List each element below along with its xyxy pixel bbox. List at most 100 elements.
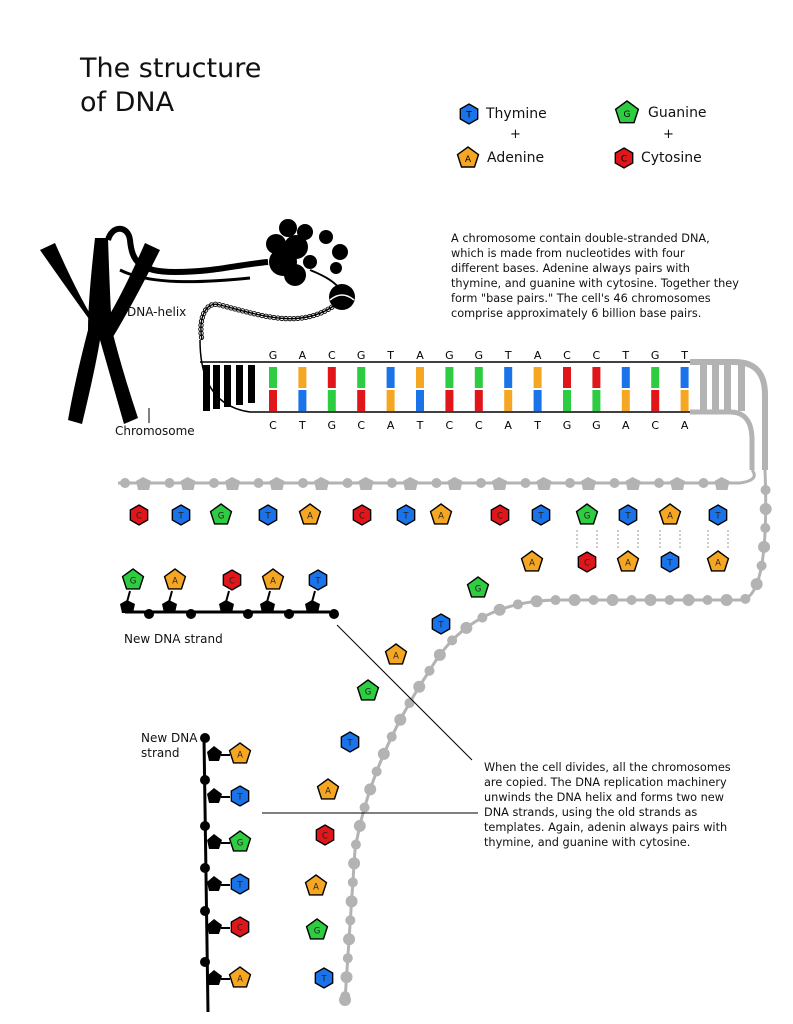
phosphate-dot bbox=[200, 775, 210, 785]
svg-text:C: C bbox=[621, 155, 627, 165]
bottom-sequence-letter: A bbox=[622, 419, 630, 432]
bottom-sequence-letter: A bbox=[504, 419, 512, 432]
svg-text:T: T bbox=[314, 577, 321, 587]
phosphate-dot bbox=[209, 478, 219, 488]
guanine-pentagon-icon: G bbox=[614, 100, 640, 124]
sugar-pentagon bbox=[207, 876, 222, 891]
vertical-old-base: T bbox=[314, 967, 334, 989]
sugar-pentagon bbox=[314, 477, 329, 490]
phosphate-dot bbox=[447, 635, 458, 646]
svg-text:T: T bbox=[236, 793, 243, 803]
sugar-pentagon bbox=[377, 747, 390, 760]
sugar-pentagon bbox=[568, 594, 581, 606]
dna-helix-label: DNA-helix bbox=[127, 305, 187, 319]
helix-grey-stripe bbox=[700, 365, 707, 411]
sugar-pentagon bbox=[403, 477, 418, 490]
sugar-pentagon bbox=[759, 502, 772, 515]
phosphate-dot bbox=[144, 609, 154, 619]
sugar-pentagon bbox=[670, 477, 685, 490]
svg-text:G: G bbox=[624, 110, 631, 120]
grey-helix-inner bbox=[690, 409, 755, 470]
paired-base-top: G bbox=[575, 503, 599, 525]
svg-text:A: A bbox=[313, 883, 319, 893]
svg-text:G: G bbox=[130, 577, 137, 587]
sugar-pentagon bbox=[536, 477, 552, 490]
sugar-pentagon bbox=[225, 477, 240, 490]
separated-base: T bbox=[258, 504, 278, 526]
phosphate-dot bbox=[431, 478, 442, 488]
sugar-pentagon bbox=[581, 477, 596, 490]
chromosome-note: A chromosome contain double-stranded DNA… bbox=[451, 231, 739, 321]
sugar-pentagon bbox=[530, 595, 543, 608]
top-sequence-letter: C bbox=[593, 349, 601, 362]
diagonal-base: G bbox=[356, 679, 380, 701]
paired-base-top: A bbox=[658, 503, 682, 525]
sugar-pentagon bbox=[606, 594, 619, 606]
top-sequence-letter: G bbox=[445, 349, 454, 362]
svg-text:C: C bbox=[359, 512, 365, 522]
bottom-base-bar bbox=[680, 390, 689, 411]
phosphate-dot bbox=[120, 478, 130, 488]
top-sequence-letter: G bbox=[269, 349, 278, 362]
sugar-pentagon bbox=[720, 594, 733, 606]
chromosome_note-line-3: different bases. Adenine always pairs wi… bbox=[451, 262, 690, 275]
phosphate-dot bbox=[200, 863, 210, 873]
new-strand-1-base: C bbox=[222, 569, 242, 591]
legend-plus-1: + bbox=[510, 127, 521, 142]
bottom-sequence-letter: G bbox=[563, 419, 572, 432]
top-sequence-letter: G bbox=[357, 349, 366, 362]
sugar-pentagon bbox=[339, 994, 351, 1006]
new-strand-2-base: A bbox=[228, 966, 252, 988]
svg-text:C: C bbox=[497, 512, 503, 522]
bottom-base-bar bbox=[651, 390, 660, 411]
phosphate-dot bbox=[359, 802, 370, 813]
top-sequence-letter: A bbox=[534, 349, 542, 362]
phosphate-dot bbox=[329, 609, 339, 619]
sugar-pentagon bbox=[447, 477, 463, 490]
top-base-bar bbox=[445, 367, 454, 388]
svg-text:A: A bbox=[438, 512, 444, 522]
top-base-bar bbox=[680, 367, 689, 388]
page-title: The structure of DNA bbox=[80, 52, 261, 120]
phosphate-dot bbox=[404, 698, 415, 709]
phosphate-dot bbox=[626, 595, 637, 605]
bottom-base-bar bbox=[357, 390, 366, 411]
svg-text:C: C bbox=[322, 832, 328, 842]
top-base-bar bbox=[563, 367, 571, 388]
new-strand-1-base: A bbox=[163, 568, 187, 590]
helix-stripe bbox=[203, 365, 210, 411]
bottom-base-bar bbox=[327, 390, 336, 411]
phosphate-dot bbox=[200, 821, 210, 831]
sugar-pentagon bbox=[207, 919, 222, 934]
top-base-bar bbox=[298, 367, 307, 388]
separated-base: C bbox=[129, 504, 149, 526]
svg-text:A: A bbox=[465, 155, 472, 165]
new-strand-2-base: G bbox=[228, 830, 252, 852]
bottom-sequence-letter: A bbox=[681, 419, 689, 432]
phosphate-dot bbox=[342, 953, 353, 964]
base-link bbox=[311, 590, 316, 603]
top-base-bar bbox=[386, 367, 395, 388]
phosphate-dot bbox=[350, 839, 361, 850]
sugar-pentagon bbox=[758, 540, 771, 553]
legend-thymine: T Thymine bbox=[458, 103, 547, 125]
helix-grey-stripe bbox=[712, 365, 719, 411]
top-base-bar bbox=[621, 367, 630, 388]
helix-stripe bbox=[213, 365, 220, 409]
separated-base: T bbox=[531, 504, 551, 526]
new-strand-2-base: A bbox=[228, 742, 252, 764]
helix-grey-stripe bbox=[724, 365, 731, 411]
phosphate-dot bbox=[186, 609, 196, 619]
top-sequence-letter: T bbox=[621, 349, 629, 362]
sugar-pentagon bbox=[162, 600, 177, 613]
helix-stripe bbox=[236, 365, 243, 405]
separated-base: C bbox=[490, 504, 510, 526]
diagonal-base: T bbox=[340, 731, 360, 753]
phosphate-dot bbox=[387, 478, 397, 488]
paired-base-top: T bbox=[708, 504, 728, 526]
top-base-bar bbox=[533, 367, 542, 388]
svg-text:A: A bbox=[715, 559, 721, 569]
separated-base: A bbox=[429, 503, 453, 525]
svg-text:T: T bbox=[714, 512, 721, 522]
